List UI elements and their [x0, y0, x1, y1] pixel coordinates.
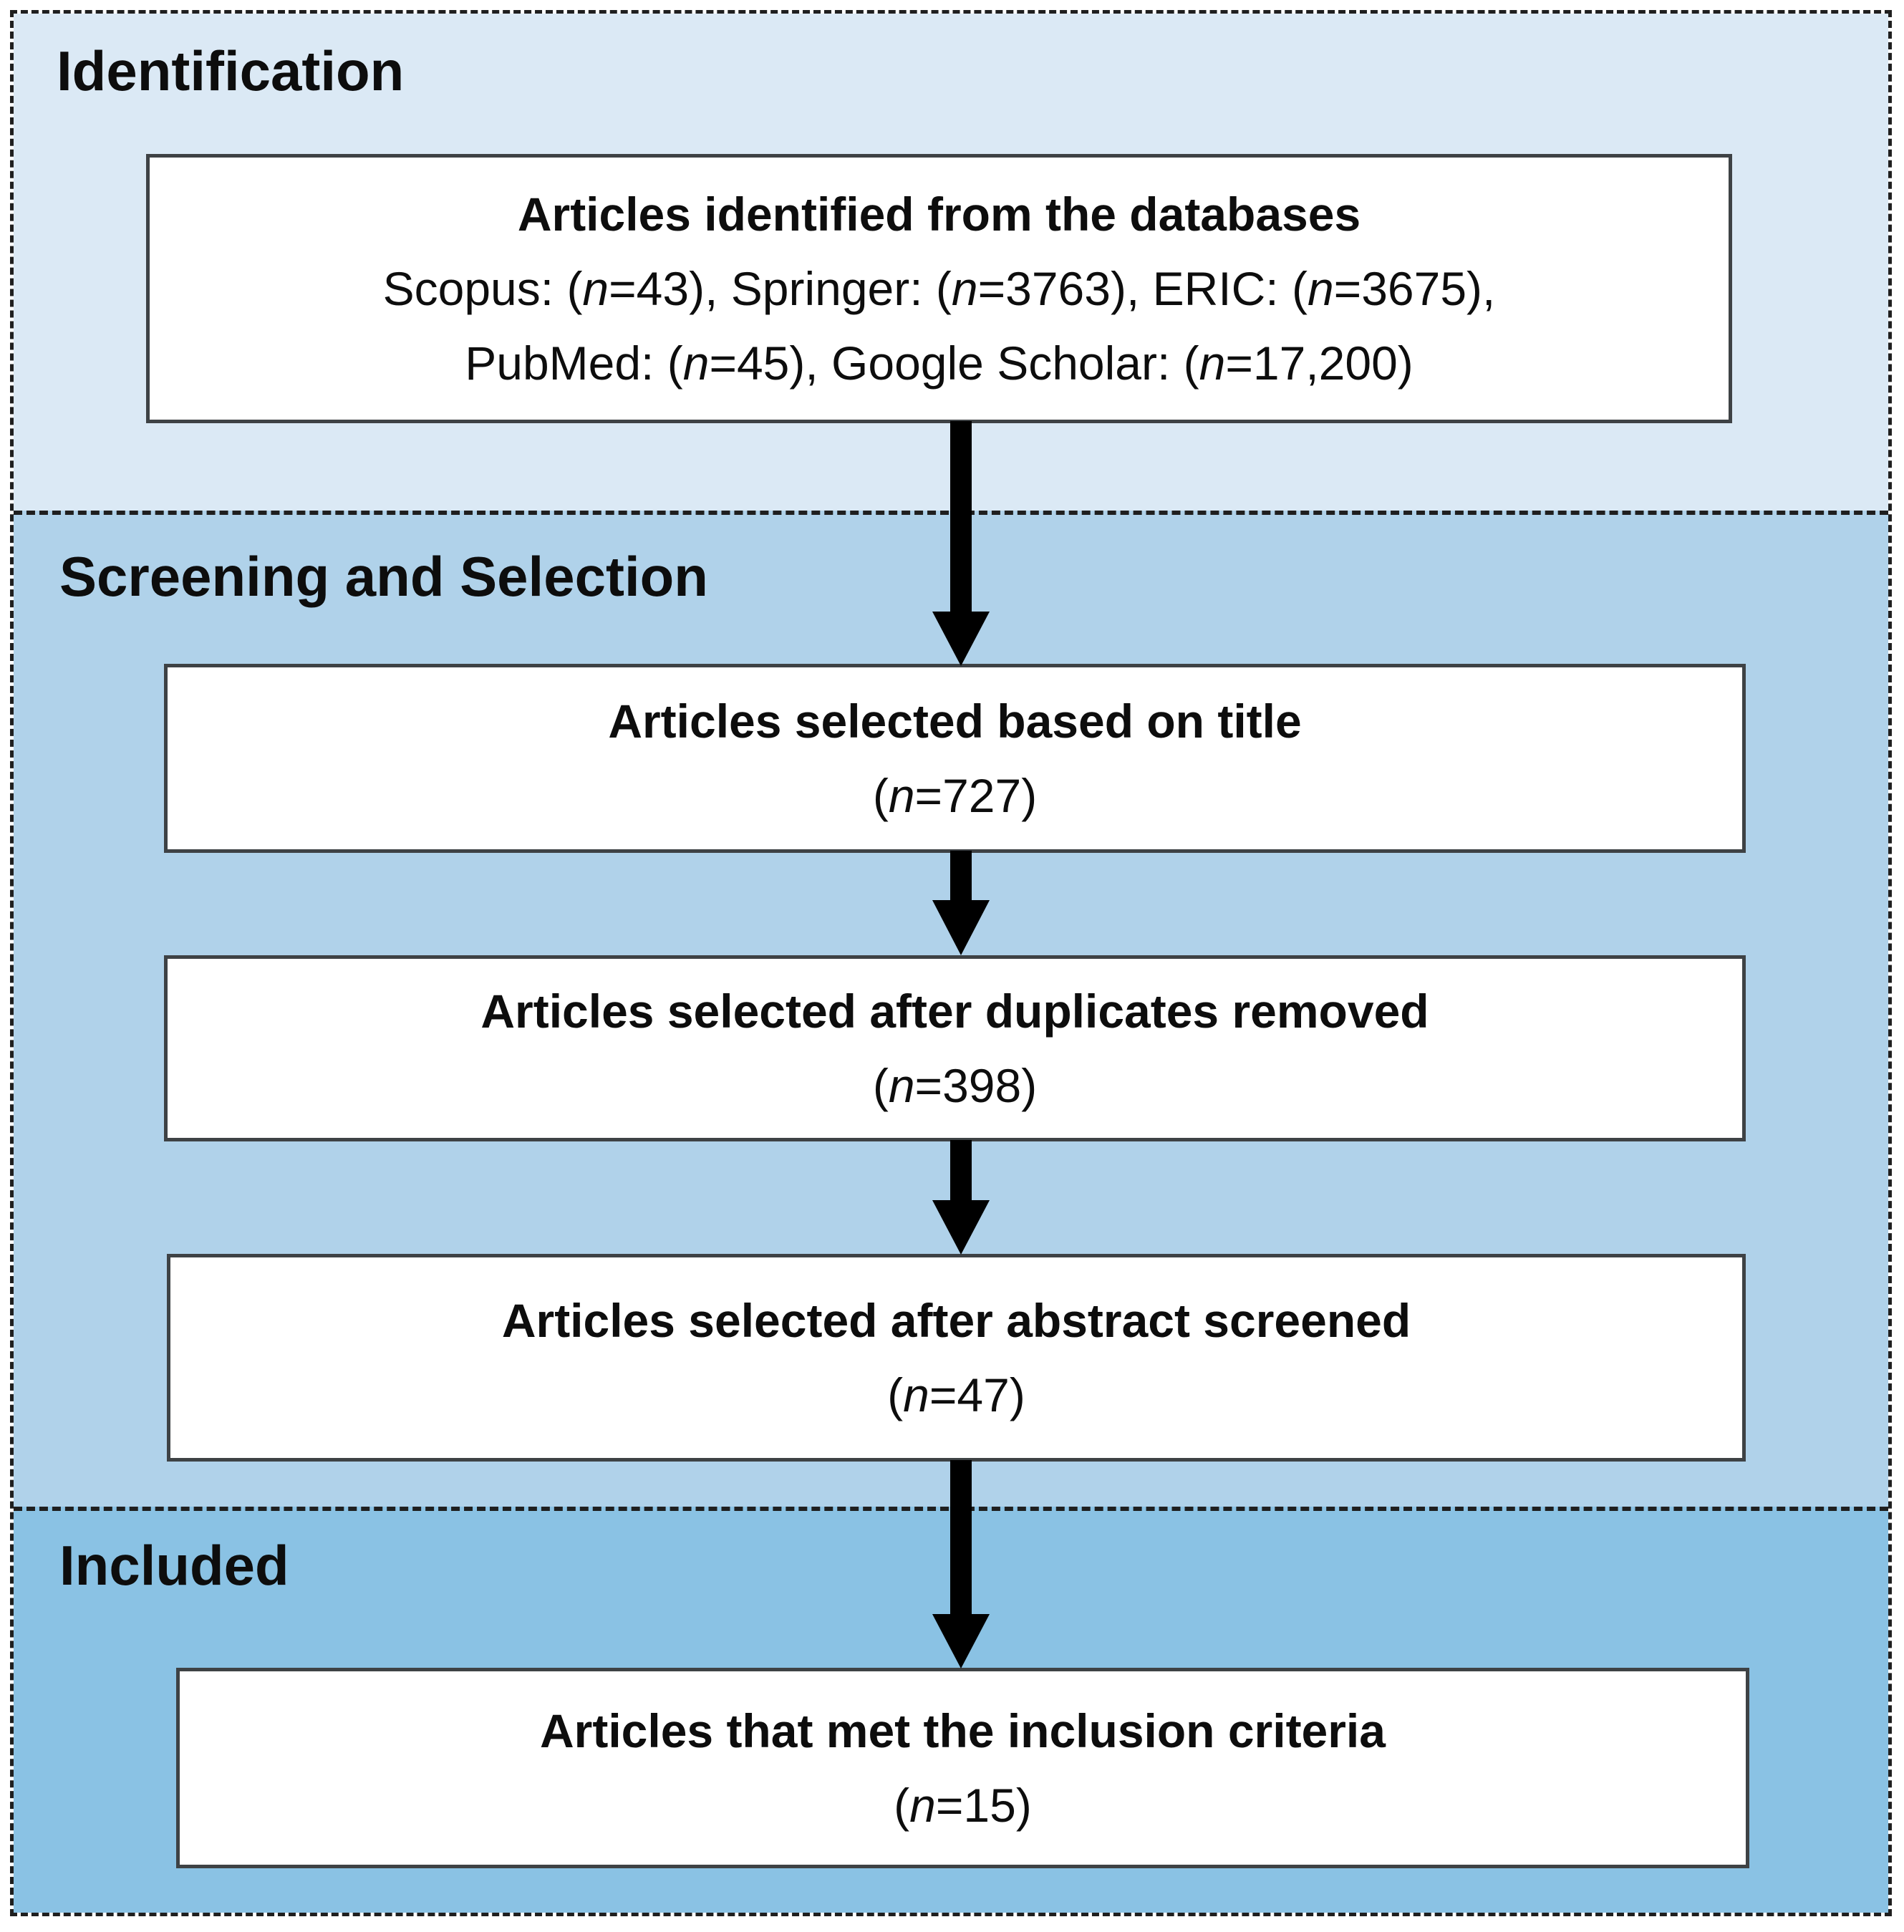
node-count-line: Scopus: (n=43), Springer: (n=3763), ERIC… [382, 262, 1496, 315]
node-title: Articles selected after abstract screene… [501, 1294, 1411, 1347]
arrow-shaft [950, 1140, 972, 1203]
section-identification-label: Identification [57, 39, 405, 102]
node-count-line: (n=398) [872, 1059, 1038, 1112]
arrow-down-icon [932, 612, 990, 666]
node-after-abstract-screened: Articles selected after abstract screene… [167, 1254, 1746, 1462]
node-title: Articles selected after duplicates remov… [480, 985, 1429, 1038]
node-count-line: (n=15) [894, 1779, 1032, 1832]
arrow-down-icon [932, 900, 990, 955]
node-title: Articles that met the inclusion criteria [540, 1704, 1386, 1757]
node-selected-by-title: Articles selected based on title (n=727) [164, 664, 1746, 853]
arrow-shaft [950, 1460, 972, 1617]
node-title: Articles selected based on title [608, 695, 1302, 748]
arrow-shaft [950, 421, 972, 614]
node-articles-identified: Articles identified from the databases S… [146, 154, 1732, 423]
section-screening-label: Screening and Selection [59, 545, 708, 608]
node-title: Articles identified from the databases [517, 188, 1361, 241]
node-met-inclusion-criteria: Articles that met the inclusion criteria… [176, 1668, 1749, 1868]
node-count-line: PubMed: (n=45), Google Scholar: (n=17,20… [465, 337, 1413, 390]
arrow-down-icon [932, 1614, 990, 1668]
section-included-label: Included [59, 1534, 289, 1597]
node-after-duplicates-removed: Articles selected after duplicates remov… [164, 955, 1746, 1141]
node-count-line: (n=727) [872, 769, 1038, 822]
arrow-down-icon [932, 1200, 990, 1255]
arrow-shaft [950, 851, 972, 902]
node-count-line: (n=47) [887, 1368, 1025, 1421]
